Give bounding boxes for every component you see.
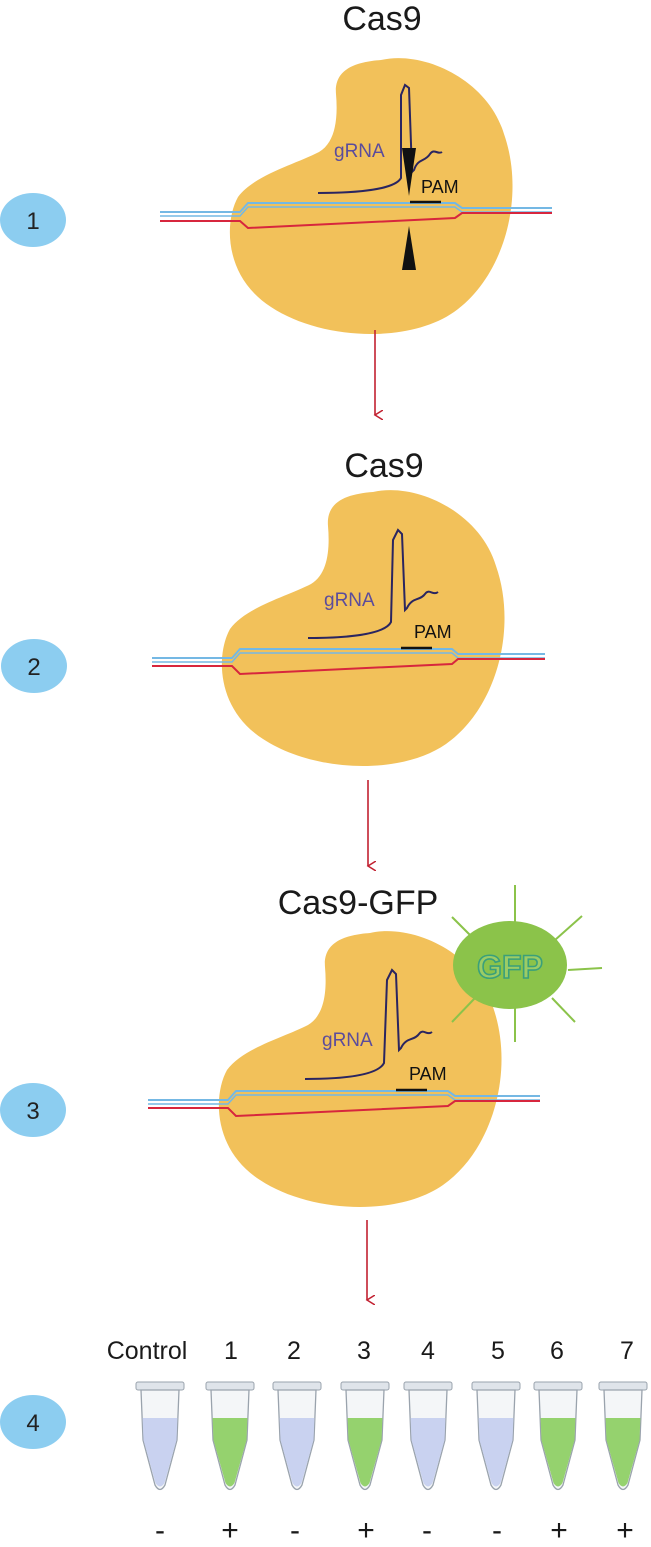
step-1-number: 1: [26, 208, 39, 235]
tube-6: 6+: [533, 1337, 583, 1547]
clear-liquid: [478, 1418, 514, 1487]
tube-label: Control: [107, 1337, 188, 1365]
tube-cap: [403, 1381, 453, 1391]
step-2-enzyme-label: Cas9: [344, 447, 423, 485]
clear-liquid: [279, 1418, 315, 1487]
tube-label: 5: [491, 1337, 505, 1365]
result-sign: -: [155, 1514, 165, 1547]
step-4-badge: 4: [0, 1395, 66, 1449]
tube-1: 1+: [205, 1337, 255, 1547]
step-2-badge-shape: [1, 639, 67, 693]
step-1-enzyme-label: Cas9: [342, 0, 421, 38]
result-sign: -: [422, 1514, 432, 1547]
tube-label: 3: [357, 1337, 371, 1365]
fluorescent-liquid: [605, 1418, 641, 1487]
step-1-badge-shape: [0, 193, 66, 247]
step-4-number: 4: [26, 1410, 39, 1437]
cas9-enzyme-1: [229, 58, 513, 334]
dna-bottom-strand-2: [152, 658, 545, 676]
dna-bottom-strand-1: [160, 212, 552, 230]
gfp-label: GFP: [477, 949, 543, 985]
pam-label-3: PAM: [409, 1064, 447, 1084]
gfp-tag: GFP: [451, 885, 603, 1042]
grna-label-3: gRNA: [322, 1030, 373, 1051]
step-2-number: 2: [27, 654, 40, 681]
result-sign: +: [550, 1514, 568, 1547]
tube-cap: [533, 1381, 583, 1391]
fluorescent-liquid: [347, 1418, 383, 1487]
step-3-number: 3: [26, 1098, 39, 1125]
step-4: 4 Control-1+2-3+4-5-6+7+: [0, 1337, 648, 1547]
dna-top-strand-3: [148, 1090, 540, 1101]
tube-cap: [135, 1381, 185, 1391]
result-sign: -: [492, 1514, 502, 1547]
tube-cap: [272, 1381, 322, 1391]
step-3: 3 Cas9-GFP GFP gRNA PAM: [0, 884, 603, 1207]
step-1: 1 Cas9 gRNA PAM: [0, 0, 552, 334]
tube-5: 5-: [471, 1337, 521, 1547]
grna-strand-2: [307, 528, 439, 639]
clear-liquid: [410, 1418, 446, 1487]
tube-control: Control -: [107, 1337, 188, 1547]
fluorescent-liquid: [212, 1418, 248, 1487]
cut-mark-top: [402, 148, 416, 196]
cas9-enzyme-2: [221, 490, 505, 766]
gfp-rays: [451, 885, 603, 1042]
tube-2: 2-: [272, 1337, 322, 1547]
grna-label-1: gRNA: [334, 141, 385, 162]
tube-4: 4-: [403, 1337, 453, 1547]
result-sign: +: [221, 1514, 239, 1547]
result-sign: +: [357, 1514, 375, 1547]
gfp-body: [453, 921, 567, 1009]
pam-label-2: PAM: [414, 622, 452, 642]
grna-strand-3: [304, 968, 433, 1080]
tube-label: 2: [287, 1337, 301, 1365]
tube-cap: [471, 1381, 521, 1391]
grna-label-2: gRNA: [324, 590, 375, 611]
tube-label: 7: [620, 1337, 634, 1365]
tube-cap: [598, 1381, 648, 1391]
result-sign: -: [290, 1514, 300, 1547]
step-2: 2 Cas9 gRNA PAM: [1, 447, 545, 766]
tube-7: 7+: [598, 1337, 648, 1547]
step-3-badge-shape: [0, 1083, 66, 1137]
cut-mark-bottom: [402, 226, 416, 270]
result-sign: +: [616, 1514, 634, 1547]
step-3-enzyme-label: Cas9-GFP: [278, 884, 439, 922]
step-1-badge: 1: [0, 193, 66, 247]
tube-cap: [205, 1381, 255, 1391]
fluorescent-liquid: [540, 1418, 576, 1487]
tube-label: 1: [224, 1337, 238, 1365]
step-3-badge: 3: [0, 1083, 66, 1137]
dna-top-strand-1: [160, 202, 552, 213]
tube-label: 6: [550, 1337, 564, 1365]
grna-strand-1: [317, 83, 443, 194]
tube-row: Control-1+2-3+4-5-6+7+: [107, 1337, 648, 1547]
clear-liquid: [142, 1418, 178, 1487]
pam-label-1: PAM: [421, 177, 459, 197]
step-2-badge: 2: [1, 639, 67, 693]
dna-top-strand-2: [152, 648, 545, 659]
tube-3: 3+: [340, 1337, 390, 1547]
tube-cap: [340, 1381, 390, 1391]
tube-label: 4: [421, 1337, 435, 1365]
step-4-badge-shape: [0, 1395, 66, 1449]
dna-bottom-strand-3: [148, 1100, 540, 1118]
